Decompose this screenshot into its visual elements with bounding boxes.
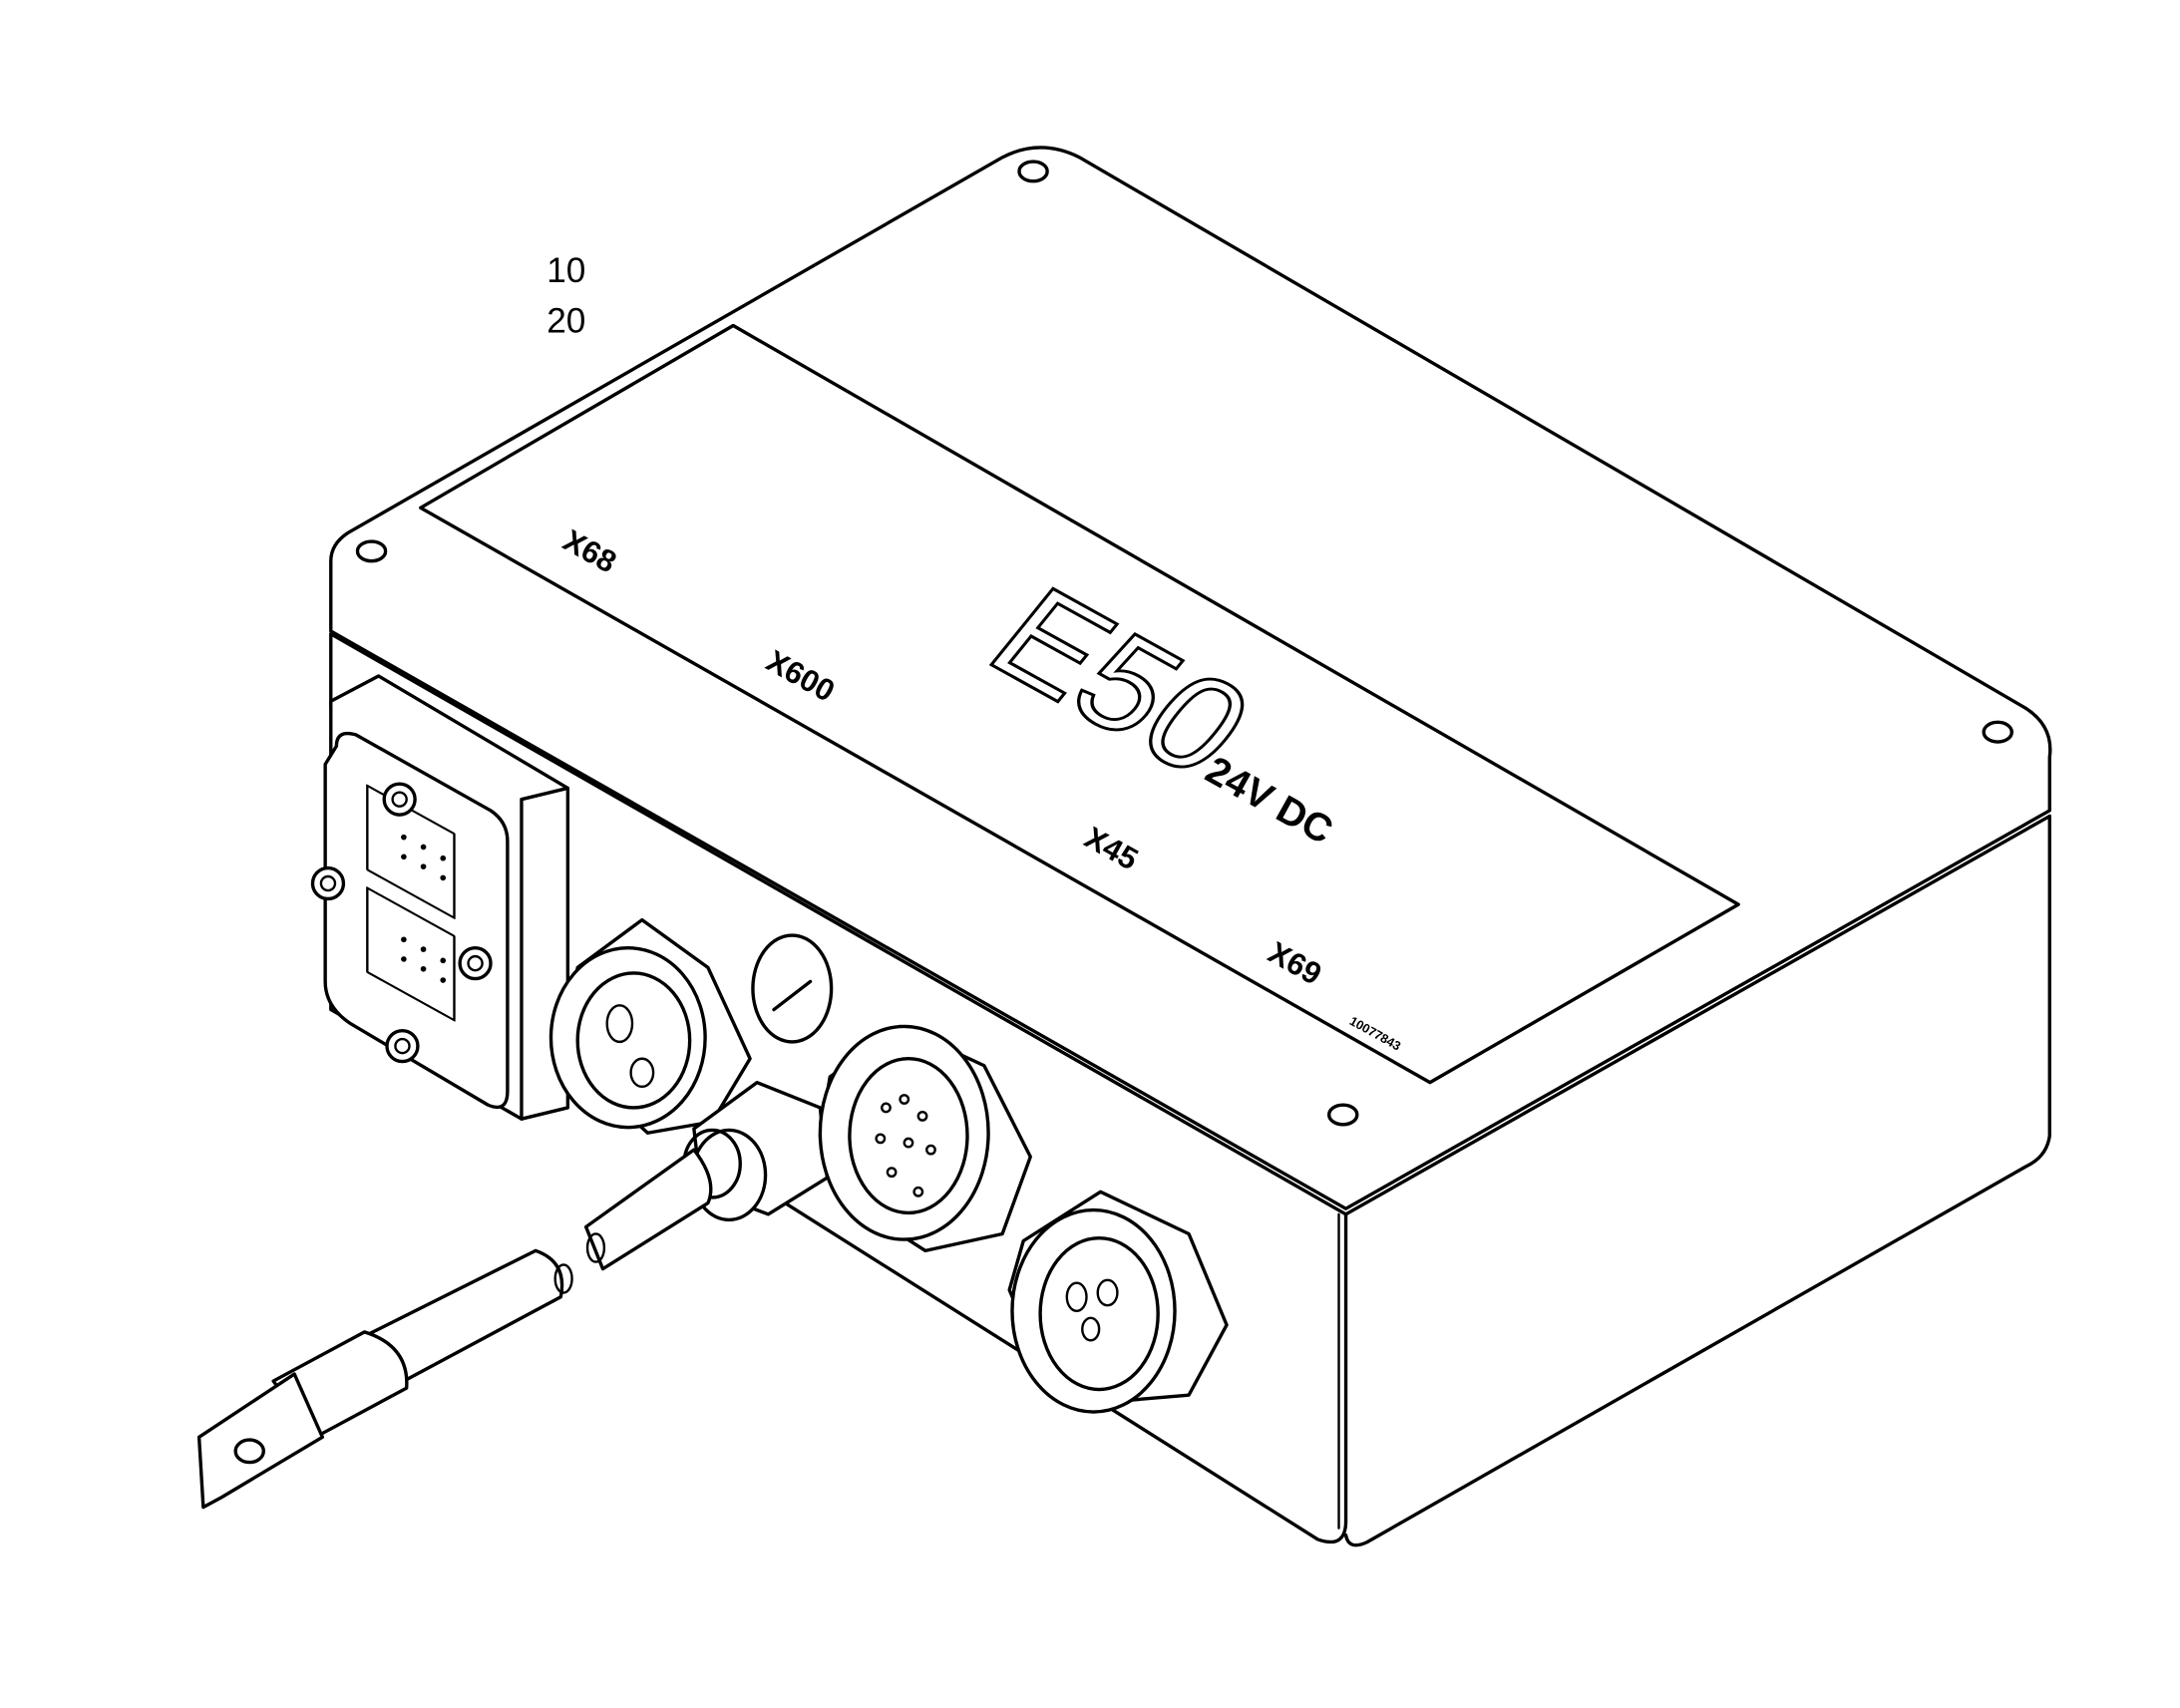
pin [629,1057,655,1089]
pin [1081,1316,1101,1342]
panel-voltage: 24V DC [1199,748,1340,853]
lid-screw-hole [355,539,388,563]
round-connector-3pin [548,917,752,1135]
enclosure [329,146,2052,1547]
connector-label-x69: X69 [1263,934,1327,991]
cable-lug-hole [233,1438,265,1465]
connector-pins [401,834,447,983]
blind-plug [751,933,834,1044]
cable-end [585,1232,606,1263]
lid-screw-hole [1017,160,1049,183]
lid-screw-hole [1326,1103,1359,1127]
blind-plug-body [751,933,834,1044]
lid-screw-hole [1982,720,2013,744]
connector-housing-side [520,786,570,1121]
connector-face [575,971,692,1110]
pin [1096,1278,1119,1307]
callout-20: 20 [546,302,585,341]
round-connector-power [1007,1190,1229,1414]
enclosure-front-face [329,632,1348,1544]
connector-label-x45: X45 [1079,820,1144,876]
connector-insert-lower [366,886,456,1022]
rectangular-connector [310,674,570,1121]
pin [1065,1281,1088,1312]
connector-label-x600: X600 [761,643,841,709]
connector-flange [323,731,510,1110]
enclosure-top-face [329,146,2052,1210]
connector-face [1038,1235,1160,1392]
callout-10: 10 [546,251,585,290]
cable-lug [196,1372,325,1510]
enclosure-side-face [1343,814,2051,1547]
cable-end [553,1263,573,1294]
label-panel-outline [419,323,1740,1085]
connector-label-x68: X68 [557,522,622,579]
cable-upper [583,1148,713,1271]
part-number: 10077843 [1347,1014,1403,1054]
blind-plug-slot [772,979,813,1012]
pin [605,1004,634,1044]
connector-face [848,1057,969,1215]
round-connector-multipin [818,1024,1032,1253]
cable-assembly [196,1148,713,1510]
connector-screws [310,782,493,1064]
connector-pins [875,1094,936,1197]
connector-ring [1010,1207,1177,1414]
